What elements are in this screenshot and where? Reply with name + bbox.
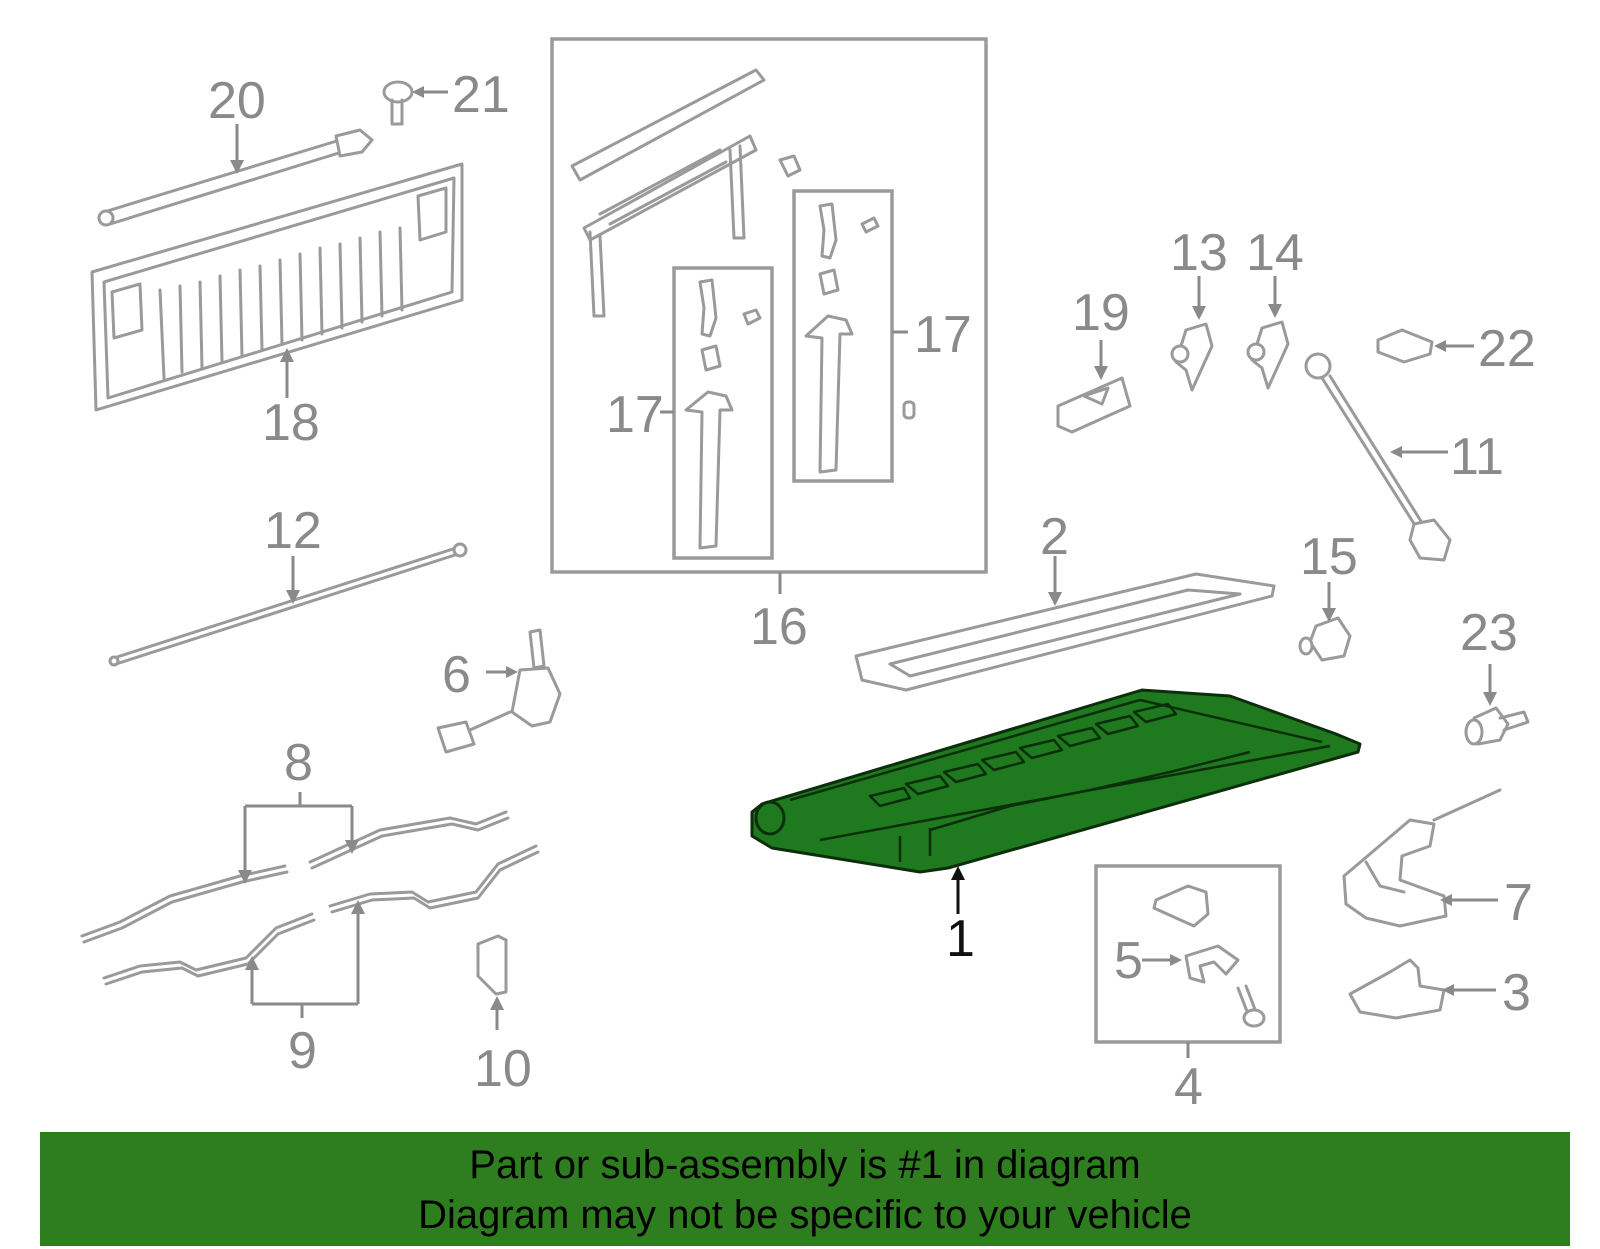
svg-text:16: 16 <box>750 598 808 656</box>
info-banner: Part or sub-assembly is #1 in diagram Di… <box>40 1132 1570 1246</box>
callout-2: 2 <box>1040 508 1069 606</box>
part-1-tailgate[interactable] <box>750 688 1362 874</box>
svg-text:5: 5 <box>1114 932 1143 990</box>
svg-text:13: 13 <box>1170 224 1228 282</box>
part-17-a-clip-rod[interactable] <box>684 278 762 550</box>
part-18-tailgate-panel[interactable] <box>90 162 464 412</box>
part-3-hinge-cover[interactable] <box>1348 958 1446 1020</box>
callout-17-a: 17 <box>606 386 674 444</box>
svg-text:12: 12 <box>264 502 322 560</box>
svg-text:17: 17 <box>914 306 972 364</box>
callout-23: 23 <box>1460 604 1518 706</box>
part-14-hinge-bracket[interactable] <box>1246 320 1290 390</box>
svg-text:1: 1 <box>946 910 975 968</box>
callout-9: 9 <box>245 900 365 1080</box>
svg-text:4: 4 <box>1174 1058 1203 1116</box>
svg-text:15: 15 <box>1300 528 1358 586</box>
callout-1: 1 <box>946 866 975 968</box>
svg-text:10: 10 <box>474 1040 532 1098</box>
svg-text:14: 14 <box>1246 224 1304 282</box>
svg-text:8: 8 <box>284 734 313 792</box>
callout-13: 13 <box>1170 224 1228 320</box>
part-15-bumper[interactable] <box>1298 616 1352 662</box>
part-17-b-clip-rod[interactable] <box>804 202 916 474</box>
svg-text:18: 18 <box>262 394 320 452</box>
callout-3: 3 <box>1442 964 1531 1022</box>
callout-21: 21 <box>412 66 510 124</box>
svg-text:17: 17 <box>606 386 664 444</box>
part-9-rods[interactable] <box>102 844 540 986</box>
banner-line-1: Part or sub-assembly is #1 in diagram <box>469 1143 1141 1187</box>
part-7-hinge[interactable] <box>1342 788 1502 928</box>
svg-text:2: 2 <box>1040 508 1069 566</box>
svg-text:3: 3 <box>1502 964 1531 1022</box>
callout-20: 20 <box>208 72 266 174</box>
svg-text:11: 11 <box>1450 428 1504 486</box>
svg-text:23: 23 <box>1460 604 1518 662</box>
part-20-handle-rod[interactable] <box>97 128 374 227</box>
svg-text:22: 22 <box>1478 320 1536 378</box>
callout-18: 18 <box>262 348 320 452</box>
callout-19: 19 <box>1072 284 1130 380</box>
part-2-moulding[interactable] <box>854 572 1276 692</box>
box-17-b <box>792 189 894 483</box>
callout-12: 12 <box>264 502 322 604</box>
callout-17-b: 17 <box>892 306 972 364</box>
part-11-support-cable[interactable] <box>1304 352 1452 562</box>
callout-22: 22 <box>1434 320 1536 378</box>
svg-text:6: 6 <box>442 646 471 704</box>
callout-14: 14 <box>1246 224 1304 318</box>
banner-line-2: Diagram may not be specific to your vehi… <box>418 1193 1192 1237</box>
svg-text:7: 7 <box>1504 874 1533 932</box>
part-8-rods[interactable] <box>80 810 510 944</box>
box-16 <box>550 37 988 574</box>
callout-11: 11 <box>1390 428 1504 486</box>
svg-text:9: 9 <box>288 1022 317 1080</box>
svg-text:21: 21 <box>452 66 510 124</box>
part-16-handle-bezel-assembly[interactable] <box>570 68 802 318</box>
callout-15: 15 <box>1300 528 1358 622</box>
callout-4: 4 <box>1174 1042 1203 1116</box>
part-10-bracket[interactable] <box>476 934 508 996</box>
part-22-clip[interactable] <box>1376 328 1434 364</box>
callout-10: 10 <box>474 996 532 1098</box>
callout-5: 5 <box>1114 932 1182 990</box>
part-23-bolt[interactable] <box>1464 706 1530 746</box>
svg-text:19: 19 <box>1072 284 1130 342</box>
callout-6: 6 <box>442 646 518 704</box>
part-6-actuator[interactable] <box>436 628 562 754</box>
svg-text:20: 20 <box>208 72 266 130</box>
callout-16: 16 <box>750 572 808 656</box>
part-4-hinge-pivot-kit[interactable] <box>1152 884 1266 1028</box>
part-19-bracket[interactable] <box>1056 376 1132 434</box>
callout-7: 7 <box>1440 874 1533 932</box>
part-13-hinge-bracket[interactable] <box>1170 322 1214 392</box>
part-21-screw[interactable] <box>382 80 414 126</box>
callout-8: 8 <box>238 734 359 884</box>
part-12-rod[interactable] <box>108 542 468 667</box>
